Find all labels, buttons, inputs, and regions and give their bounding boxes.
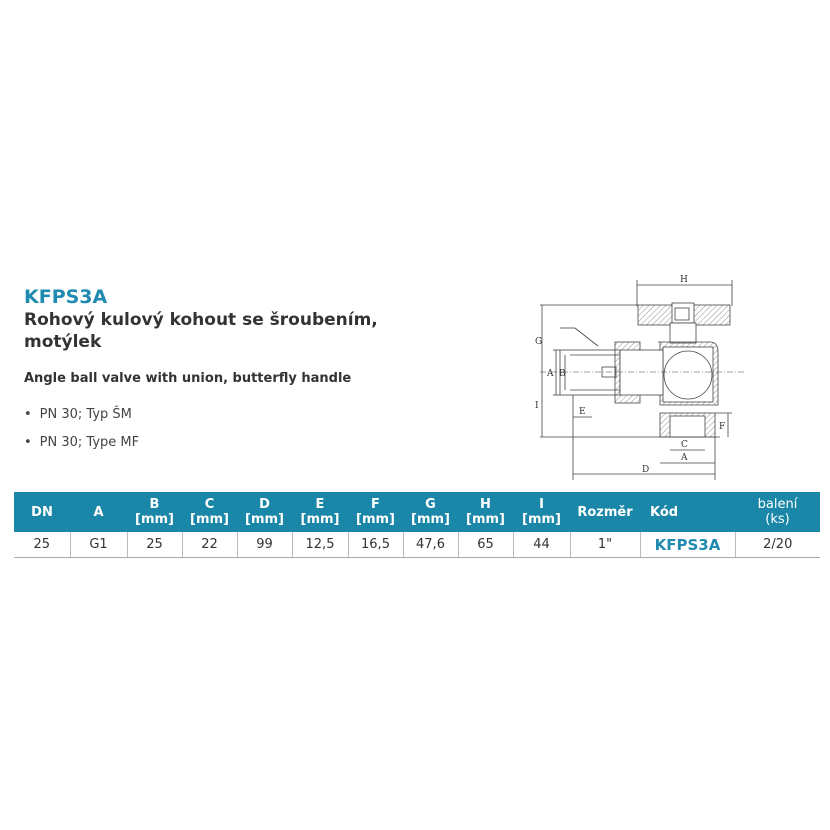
spec-text: PN 30; Type MF	[39, 435, 140, 450]
cell-c: 22	[181, 532, 237, 558]
col-header-rozmer: Rozměr	[570, 492, 640, 532]
label-g: G	[535, 337, 542, 347]
col-header-h: H[mm]	[458, 492, 513, 532]
label-a: A	[546, 369, 554, 379]
cell-a: G1	[69, 532, 127, 558]
product-name-czech: Rohový kulový kohout se šroubením, motýl…	[24, 310, 378, 352]
label-e: E	[579, 407, 586, 417]
dimensions-table: DN A B[mm] C[mm] D[mm] E[mm] F[mm] G[mm]…	[14, 492, 820, 558]
label-h: H	[680, 275, 688, 285]
cell-f: 16,5	[347, 532, 403, 558]
spec-bullet: •PN 30; Typ ŠM	[24, 407, 132, 422]
cell-i: 44	[512, 532, 570, 558]
cell-g: 47,6	[402, 532, 458, 558]
valve-technical-drawing: H G I A B E F C A D	[535, 275, 745, 480]
label-b: B	[559, 369, 566, 379]
spec-bullet: •PN 30; Type MF	[24, 435, 140, 450]
cell-rozmer: 1"	[569, 532, 640, 558]
col-header-a: A	[70, 492, 127, 532]
union-pipe	[559, 349, 621, 396]
table-header-row: DN A B[mm] C[mm] D[mm] E[mm] F[mm] G[mm]…	[14, 492, 820, 532]
product-name-english: Angle ball valve with union, butterfly h…	[24, 371, 352, 386]
cell-kod: KFPS3A	[639, 532, 735, 558]
cell-e: 12,5	[291, 532, 348, 558]
label-i: I	[535, 401, 539, 411]
col-header-g: G[mm]	[403, 492, 458, 532]
col-header-d: D[mm]	[237, 492, 292, 532]
table-row: 25 G1 25 22 99 12,5 16,5 47,6 65 44 1" K…	[14, 532, 820, 558]
col-header-e: E[mm]	[292, 492, 348, 532]
col-header-baleni: balení(ks)	[735, 492, 820, 532]
col-header-kod: Kód	[640, 492, 735, 532]
col-header-b: B[mm]	[127, 492, 182, 532]
cell-b: 25	[126, 532, 182, 558]
col-header-c: C[mm]	[182, 492, 237, 532]
cell-d: 99	[236, 532, 292, 558]
col-header-f: F[mm]	[348, 492, 403, 532]
label-c: C	[681, 440, 688, 450]
cell-dn: 25	[14, 532, 70, 558]
spec-text: PN 30; Typ ŠM	[39, 407, 132, 422]
product-code: KFPS3A	[24, 286, 108, 308]
col-header-dn: DN	[14, 492, 70, 532]
label-f: F	[719, 422, 725, 432]
label-d: D	[642, 465, 649, 475]
cell-h: 65	[457, 532, 513, 558]
label-a-bottom: A	[680, 453, 688, 463]
cell-baleni: 2/20	[734, 532, 820, 558]
col-header-i: I[mm]	[513, 492, 570, 532]
